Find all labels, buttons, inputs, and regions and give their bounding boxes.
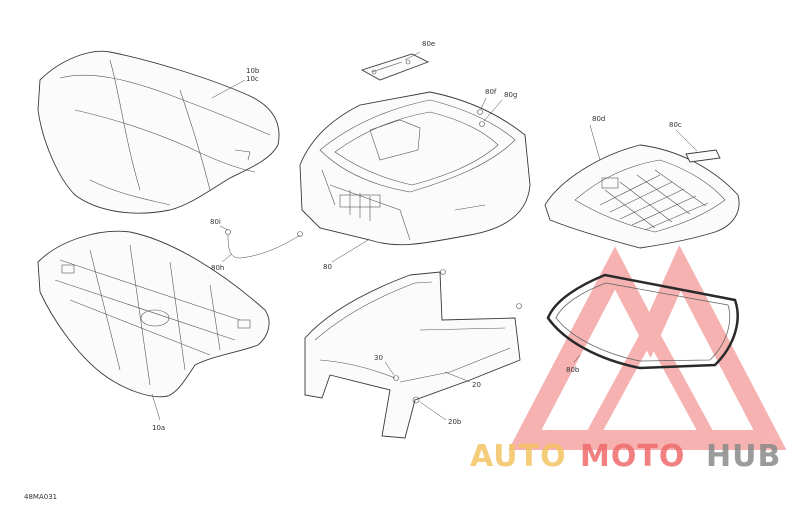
label-10a: 10a [152, 424, 165, 432]
label-10b: 10b [246, 67, 260, 75]
screw-80f [477, 109, 485, 127]
watermark-word-auto: AUTO [470, 439, 567, 474]
figure-code: 48MA031 [24, 493, 57, 501]
latch-cover-plate [685, 149, 721, 163]
latch-plate [360, 53, 430, 81]
watermark-logo-icon [508, 245, 787, 450]
seal-gasket [546, 273, 739, 370]
label-30: 30 [374, 354, 383, 362]
bolt-20b [412, 396, 420, 404]
storage-lid [544, 144, 740, 249]
label-80g: 80g [504, 91, 517, 99]
label-80d: 80d [592, 115, 605, 123]
watermark-word-hub: HUB [706, 439, 781, 474]
label-80i: 80i [210, 218, 221, 226]
watermark-wordmark: AUTO MOTO HUB [470, 439, 781, 474]
support-frame [304, 271, 521, 439]
storage-box [299, 91, 531, 246]
label-20: 20 [472, 381, 481, 389]
release-cable [225, 229, 303, 259]
watermark-word-moto: MOTO [580, 439, 685, 474]
label-80f: 80f [485, 88, 497, 96]
label-80b: 80b [566, 366, 580, 374]
label-80c: 80c [669, 121, 682, 129]
label-80e: 80e [422, 40, 435, 48]
part-labels: 10b 10c 80e 80f 80g 80d 80c 80i 80h 80 1… [152, 40, 682, 432]
leader-lines [151, 51, 698, 421]
label-20b: 20b [448, 418, 462, 426]
lid-grip-pattern [599, 169, 709, 231]
seat-base-pan [37, 230, 270, 398]
seat-cushion-top [37, 50, 280, 214]
label-80: 80 [323, 263, 332, 271]
bolt-30 [393, 269, 522, 381]
label-10c: 10c [246, 75, 259, 83]
label-80h: 80h [211, 264, 224, 272]
